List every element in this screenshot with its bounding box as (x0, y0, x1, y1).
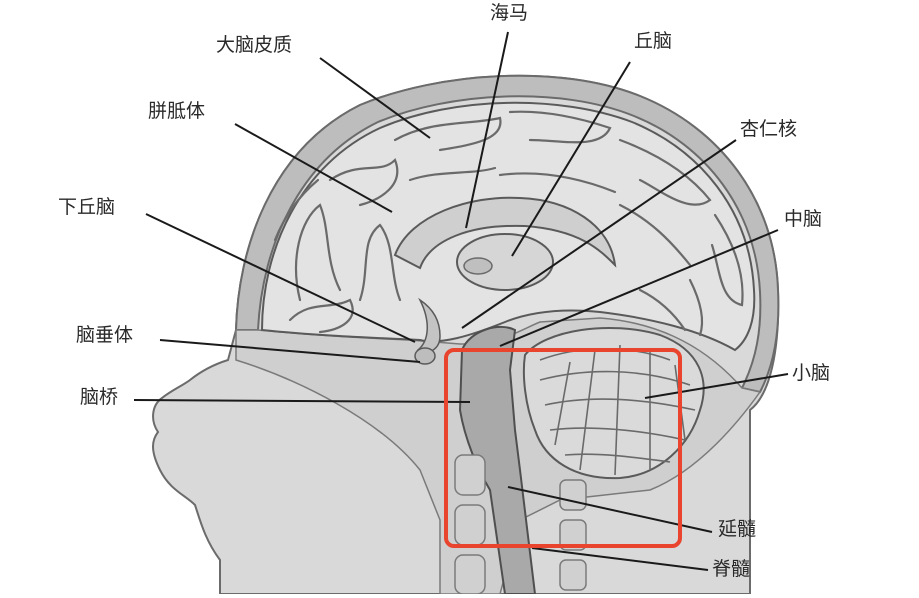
highlight-box (444, 348, 682, 548)
label-hypothalamus: 下丘脑 (58, 196, 116, 218)
label-thalamus: 丘脑 (634, 30, 673, 52)
label-medulla: 延髓 (718, 518, 757, 540)
hypothalamus (416, 297, 441, 353)
thalamus (456, 233, 554, 291)
label-amygdala: 杏仁核 (740, 118, 798, 140)
corpus-callosum (393, 196, 617, 270)
cortex-gyri (273, 110, 744, 337)
thalamus-inner (463, 257, 493, 275)
label-cerebellum: 小脑 (792, 362, 831, 384)
label-pons: 脑桥 (80, 386, 119, 408)
label-pituitary: 脑垂体 (76, 324, 134, 346)
label-cortex: 大脑皮质 (216, 34, 293, 56)
label-spinal-cord: 脊髓 (712, 558, 751, 580)
leader-lines (133, 31, 789, 571)
label-midbrain: 中脑 (784, 208, 823, 230)
label-hippocampus: 海马 (490, 2, 529, 24)
cerebellum (522, 326, 705, 480)
label-corpus-callosum: 胼胝体 (148, 100, 206, 122)
pituitary (414, 347, 436, 365)
